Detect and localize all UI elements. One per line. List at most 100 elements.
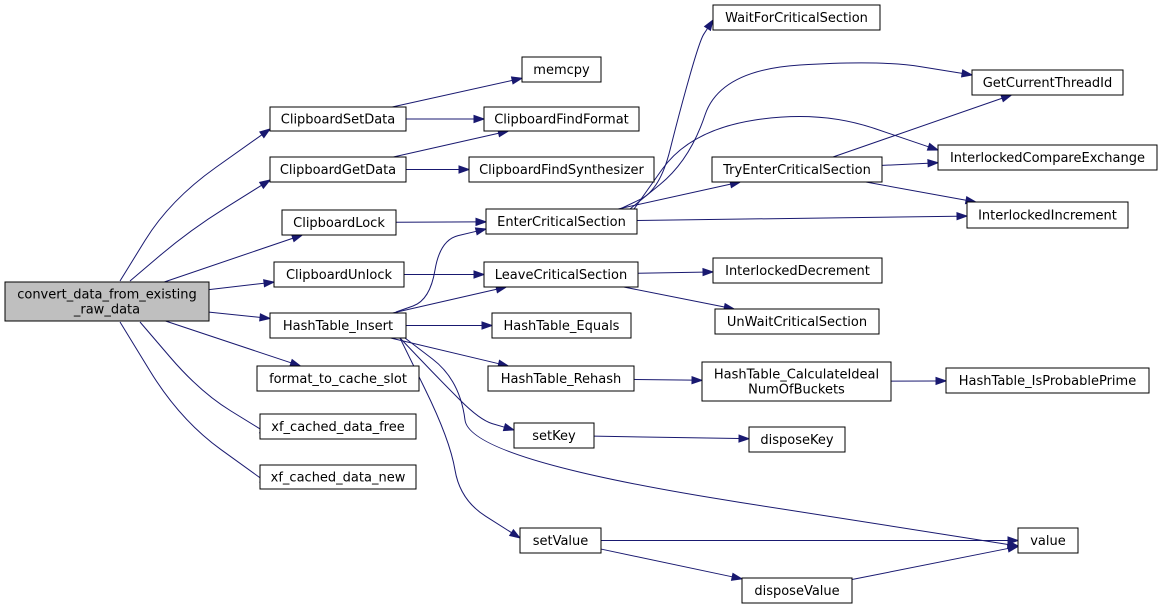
call-edge-clipboard_set_data-to-clipboard_find_format (406, 114, 486, 124)
node-clipboard-get-data[interactable]: ClipboardGetData (269, 156, 407, 183)
node-interlocked-decrement[interactable]: InterlockedDecrement (712, 257, 883, 284)
node-set-value[interactable]: setValue (519, 527, 602, 554)
node-clipboard-find-format[interactable]: ClipboardFindFormat (483, 106, 640, 132)
node-label: setKey (532, 429, 576, 444)
node-clipboard-lock[interactable]: ClipboardLock (281, 209, 397, 236)
call-edge-enter_critical_section-to-wait_for_critical_section (619, 18, 714, 210)
node-box (519, 527, 602, 554)
node-un-wait-critical-section[interactable]: UnWaitCriticalSection (714, 308, 880, 335)
edge-arrowhead (481, 321, 494, 330)
node-label: _raw_data (73, 303, 140, 318)
edge-arrowhead (1006, 544, 1020, 553)
node-value[interactable]: value (1017, 527, 1079, 554)
node-wait-for-critical-section[interactable]: WaitForCriticalSection (712, 4, 881, 31)
edge-line (164, 237, 293, 283)
edge-line (633, 378, 693, 381)
node-get-current-thread-id[interactable]: GetCurrentThreadId (971, 69, 1124, 96)
edge-arrowhead (703, 18, 714, 32)
call-edge-set_key-to-dispose_key (593, 434, 751, 443)
edge-line (623, 286, 725, 308)
node-box (483, 261, 639, 288)
node-box (259, 464, 417, 490)
node-box (937, 144, 1158, 171)
node-clipboard-set-data[interactable]: ClipboardSetData (269, 106, 407, 132)
edge-line (208, 282, 265, 291)
node-hashtable-insert[interactable]: HashTable_Insert (269, 312, 407, 339)
node-label: ClipboardGetData (280, 163, 396, 178)
node-hashtable-is-probable-prime[interactable]: HashTable_IsProbablePrime (945, 367, 1150, 394)
node-label: disposeValue (754, 584, 839, 599)
node-box (4, 281, 210, 322)
edge-arrowhead (258, 179, 272, 190)
node-box (966, 201, 1129, 229)
edge-line (390, 337, 499, 365)
edge-arrowhead (738, 434, 751, 443)
node-format-to-cache-slot[interactable]: format_to_cache_slot (256, 365, 420, 392)
edge-line (399, 337, 505, 428)
node-dispose-key[interactable]: disposeKey (748, 426, 846, 453)
node-dispose-value[interactable]: disposeValue (741, 577, 853, 604)
node-label: HashTable_Equals (504, 319, 620, 334)
edge-arrowhead (510, 76, 524, 85)
node-root[interactable]: convert_data_from_existing_raw_data (4, 281, 210, 322)
edge-line (832, 97, 1003, 158)
call-edge-clipboard_unlock-to-leave_critical_section (404, 270, 486, 279)
node-leave-critical-section[interactable]: LeaveCriticalSection (483, 261, 639, 288)
node-label: format_to_cache_slot (269, 372, 407, 387)
node-label: UnWaitCriticalSection (727, 315, 867, 330)
call-edge-clipboard_get_data-to-clipboard_find_synthesizer (406, 165, 471, 174)
edge-arrowhead (1007, 536, 1020, 545)
node-hashtable-rehash[interactable]: HashTable_Rehash (487, 365, 635, 392)
call-edge-enter_critical_section-to-get_current_thread_id (629, 62, 974, 210)
call-edge-hashtable_insert-to-enter_critical_section (395, 227, 488, 313)
call-edge-root-to-clipboard_set_data (119, 128, 272, 282)
edge-line (637, 271, 704, 274)
node-box (487, 365, 635, 392)
call-edge-hashtable_calculate_ideal-to-hashtable_is_probable_prime (890, 376, 948, 386)
edge-line (633, 115, 929, 210)
edge-arrowhead (1000, 94, 1013, 103)
edge-line (881, 162, 929, 166)
edge-arrowhead (730, 572, 744, 581)
node-xf-cached-data-free[interactable]: xf_cached_data_free (259, 413, 417, 440)
node-clipboard-unlock[interactable]: ClipboardUnlock (273, 261, 405, 288)
node-clipboard-find-synthesizer[interactable]: ClipboardFindSynthesizer (468, 156, 655, 183)
node-box (269, 106, 407, 132)
node-box (711, 156, 883, 183)
node-label: WaitForCriticalSection (725, 11, 868, 26)
node-try-enter-critical-section[interactable]: TryEnterCriticalSection (711, 156, 883, 183)
call-edge-try_enter_critical_section-to-interlocked_compare_exchange (881, 159, 940, 168)
node-box (483, 106, 640, 132)
node-xf-cached-data-new[interactable]: xf_cached_data_new (259, 464, 417, 490)
node-label: LeaveCriticalSection (495, 268, 627, 283)
call-edge-enter_critical_section-to-try_enter_critical_section (618, 180, 742, 210)
call-edge-hashtable_rehash-to-hashtable_calculate_ideal (633, 375, 704, 385)
node-label: ClipboardFindSynthesizer (479, 163, 644, 178)
node-memcpy[interactable]: memcpy (521, 56, 602, 83)
node-interlocked-increment[interactable]: InterlockedIncrement (966, 201, 1129, 229)
call-edge-root-to-clipboard_unlock (208, 279, 276, 291)
edge-line (636, 215, 958, 221)
node-enter-critical-section[interactable]: EnterCriticalSection (485, 208, 638, 235)
edge-arrowhead (289, 358, 302, 367)
edge-arrowhead (263, 279, 276, 288)
node-box (748, 426, 846, 453)
node-box (468, 156, 655, 183)
node-hashtable-equals[interactable]: HashTable_Equals (491, 312, 632, 339)
edge-arrowhead (290, 234, 304, 243)
call-edge-set_value-to-value (601, 536, 1020, 545)
node-set-key[interactable]: setKey (513, 422, 595, 449)
edge-line (129, 184, 262, 282)
edge-line (619, 28, 708, 210)
node-label: convert_data_from_existing (17, 288, 197, 303)
node-label: HashTable_CalculateIdeal (714, 368, 879, 383)
node-interlocked-compare-exchange[interactable]: InterlockedCompareExchange (937, 144, 1158, 171)
node-box (945, 367, 1150, 394)
call-edge-leave_critical_section-to-interlocked_decrement (637, 267, 715, 277)
node-box (714, 308, 880, 335)
node-label: ClipboardFindFormat (494, 113, 629, 128)
edge-arrowhead (691, 375, 704, 385)
node-box (712, 4, 881, 31)
